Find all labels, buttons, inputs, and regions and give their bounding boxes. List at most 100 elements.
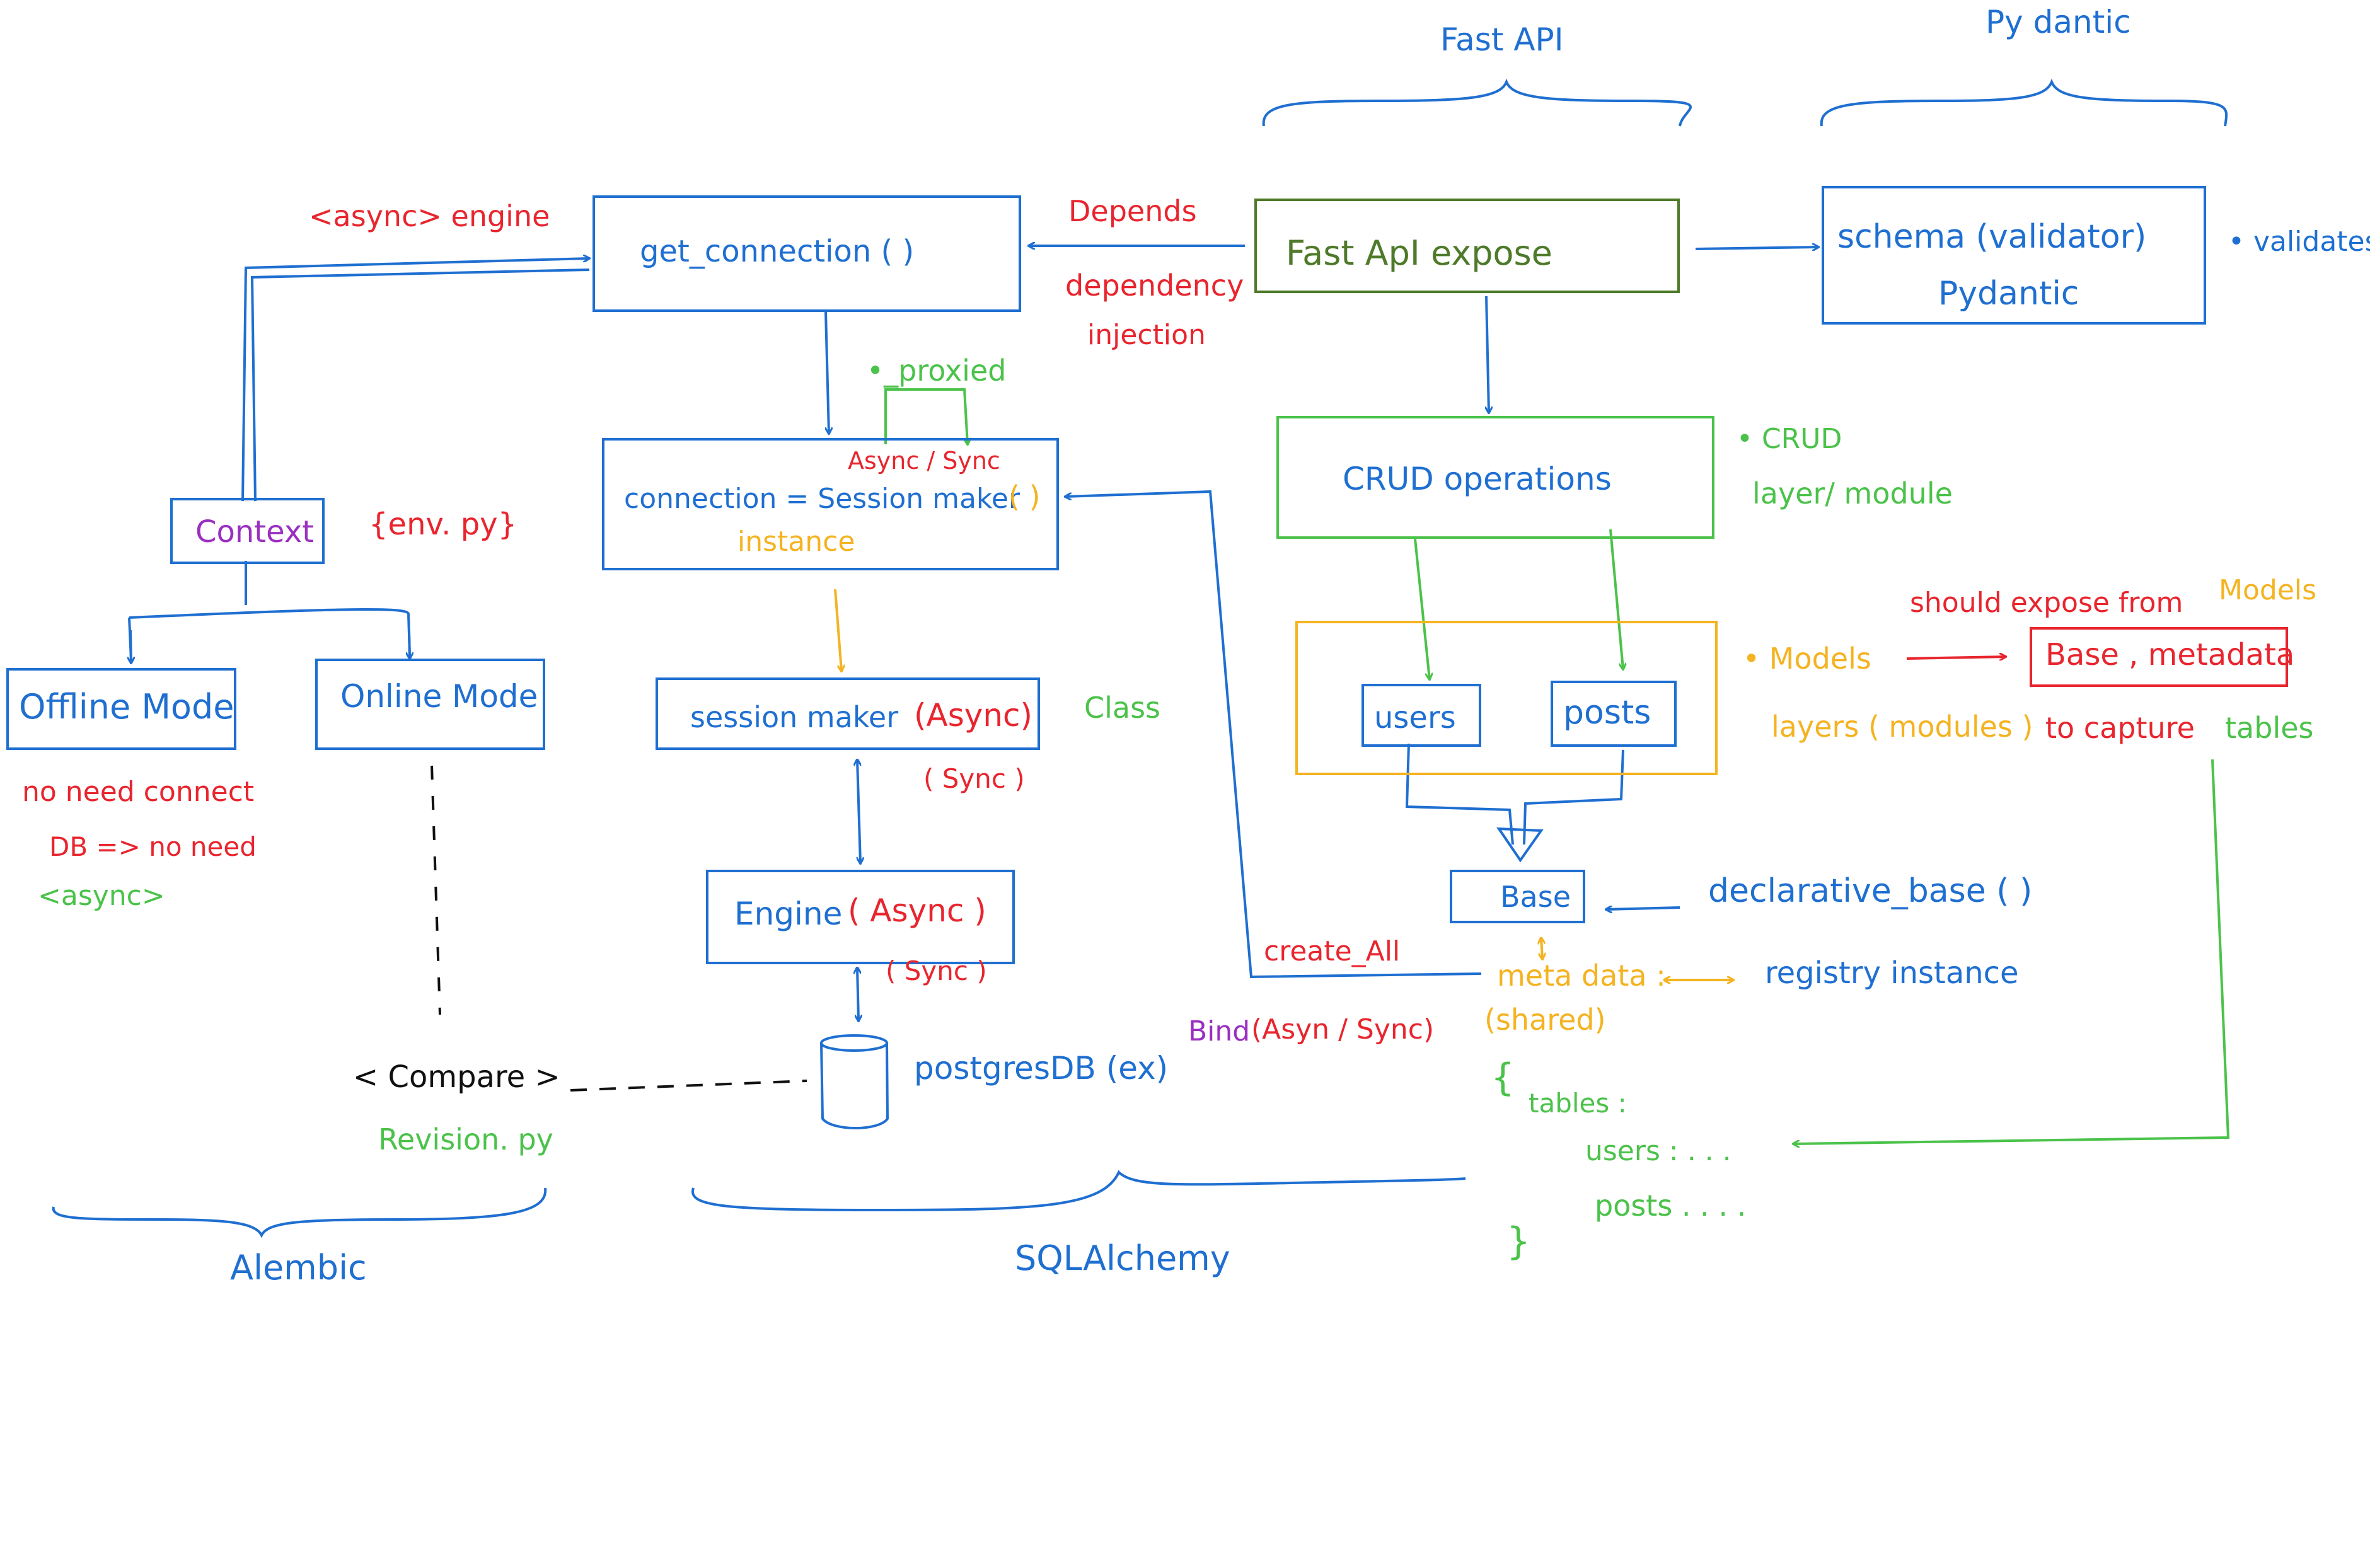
- alembic-header: Alembic: [230, 1248, 367, 1288]
- async-sync-label: Async / Sync: [848, 447, 1000, 475]
- offline-mode-box[interactable]: [6, 668, 236, 750]
- base-metadata-arrow: [1541, 938, 1542, 959]
- users-dots-label: users : . . .: [1585, 1135, 1731, 1167]
- async-tag-label: <async>: [38, 880, 165, 912]
- declarative-to-base-arrow: [1606, 908, 1680, 909]
- metadata-label: meta data :: [1497, 959, 1666, 993]
- brace-open-label: {: [1491, 1056, 1515, 1100]
- declarative-base-label: declarative_base ( ): [1708, 872, 2033, 910]
- injection-label: injection: [1087, 319, 1206, 351]
- base-metadata-box[interactable]: [2030, 627, 2288, 687]
- revision-py-label: Revision. py: [378, 1122, 553, 1156]
- online-compare-dashed: [431, 765, 441, 1015]
- instance-label: instance: [737, 526, 855, 558]
- base-label: Base: [1500, 880, 1571, 914]
- getconn-to-connection-arrow: [824, 311, 829, 434]
- tables-return-line: [1793, 759, 2230, 1144]
- crud-bullet-label: • CRUD: [1737, 423, 1842, 455]
- offline-mode-label: Offline Mode: [19, 687, 234, 727]
- get-connection-box[interactable]: [592, 195, 1021, 312]
- fastapi-header: Fast API: [1440, 21, 1564, 58]
- posts-dots-label: posts . . . .: [1595, 1189, 1747, 1223]
- sync-label-2: ( Sync ): [886, 955, 987, 986]
- get-connection-label: get_connection ( ): [640, 234, 915, 269]
- tables-word-label: tables: [2225, 711, 2314, 745]
- database-cylinder-icon: [820, 1034, 889, 1129]
- connection-label: connection = Session maker: [624, 483, 1020, 515]
- layer-module-label: layer/ module: [1752, 476, 1953, 510]
- base-box[interactable]: [1450, 870, 1585, 923]
- dependency-label: dependency: [1065, 268, 1244, 303]
- models-word-label: Models: [2219, 574, 2317, 606]
- users-to-base-line: [1405, 743, 1514, 845]
- depends-label: Depends: [1068, 194, 1197, 228]
- crud-to-users-arrow: [1414, 538, 1430, 679]
- sqlalchemy-header: SQLAlchemy: [1015, 1238, 1230, 1278]
- context-to-getconn-arrow: [241, 258, 589, 502]
- bind-mode-label: (Asyn / Sync): [1251, 1013, 1435, 1046]
- class-label: Class: [1084, 691, 1161, 725]
- connection-to-sessionmaker-arrow: [834, 589, 841, 671]
- connection-box[interactable]: [602, 438, 1059, 570]
- fastapi-expose-box[interactable]: [1254, 199, 1680, 293]
- context-box[interactable]: [170, 498, 325, 564]
- to-capture-label: to capture: [2045, 711, 2195, 745]
- users-label: users: [1374, 700, 1456, 735]
- should-expose-label: should expose from: [1910, 587, 2183, 619]
- env-py-label: {env. py}: [369, 507, 517, 542]
- crud-box[interactable]: [1276, 416, 1714, 539]
- expose-to-crud-arrow: [1486, 296, 1489, 413]
- models-bullet-label: • Models: [1743, 642, 1871, 676]
- to-offline-arrow: [130, 630, 131, 663]
- engine-db-arrow: [857, 967, 858, 1021]
- sync-label-1: ( Sync ): [923, 763, 1025, 794]
- online-mode-label: Online Mode: [340, 678, 538, 715]
- compare-label: < Compare >: [353, 1059, 560, 1095]
- schema-pydantic-label: Pydantic: [1938, 275, 2079, 313]
- fastapi-brace: [1262, 78, 1692, 127]
- alembic-brace: [52, 1187, 547, 1238]
- engine-async: ( Async ): [848, 892, 986, 929]
- base-metadata-label: Base , metadata: [2045, 637, 2295, 672]
- schema-label: schema (validator): [1837, 218, 2147, 256]
- context-label: Context: [195, 514, 315, 550]
- proxied-label: •_proxied: [867, 354, 1007, 388]
- crud-to-posts-arrow: [1609, 529, 1623, 669]
- session-maker-label: session maker: [690, 700, 899, 734]
- should-expose-arrow: [1906, 657, 2006, 659]
- online-mode-box[interactable]: [315, 659, 545, 750]
- pydantic-header: Py dantic: [1986, 4, 2131, 40]
- layers-modules-label: layers ( modules ): [1771, 710, 2033, 744]
- sessionmaker-engine-arrow: [857, 759, 860, 863]
- context-split-lines: [128, 561, 411, 661]
- engine-box[interactable]: [706, 870, 1015, 964]
- proxied-loop: [884, 388, 968, 444]
- models-layer-box: [1295, 621, 1718, 775]
- pydantic-brace: [1820, 78, 2228, 127]
- create-all-label: create_All: [1264, 935, 1401, 967]
- engine-label: Engine: [734, 896, 843, 932]
- postgres-db-label: postgresDB (ex): [914, 1050, 1169, 1087]
- tables-colon-label: tables :: [1529, 1088, 1627, 1119]
- brace-close-label: }: [1506, 1219, 1531, 1264]
- db-no-need-label: DB => no need: [49, 831, 257, 862]
- session-maker-box[interactable]: [656, 677, 1040, 750]
- session-maker-async: (Async): [914, 697, 1033, 734]
- no-need-connect-label: no need connect: [22, 776, 255, 808]
- registry-instance-label: registry instance: [1765, 955, 2019, 991]
- async-engine-label: <async> engine: [309, 199, 550, 233]
- schema-box[interactable]: [1822, 186, 2206, 325]
- users-box[interactable]: [1361, 684, 1481, 747]
- posts-box[interactable]: [1551, 681, 1677, 747]
- compare-db-dashed: [570, 1080, 807, 1092]
- connection-parens: ( ): [1009, 480, 1041, 514]
- context-to-getconn-arrow-2: [250, 268, 590, 502]
- posts-label: posts: [1563, 694, 1651, 732]
- inheritance-triangle: [1496, 827, 1544, 863]
- validates-label: • validates: [2228, 226, 2370, 258]
- create-all-line: [1065, 490, 1482, 979]
- bind-label: Bind: [1188, 1015, 1251, 1047]
- to-online-arrow: [409, 630, 410, 659]
- crud-operations-label: CRUD operations: [1343, 461, 1612, 497]
- sqlalchemy-brace: [691, 1170, 1466, 1212]
